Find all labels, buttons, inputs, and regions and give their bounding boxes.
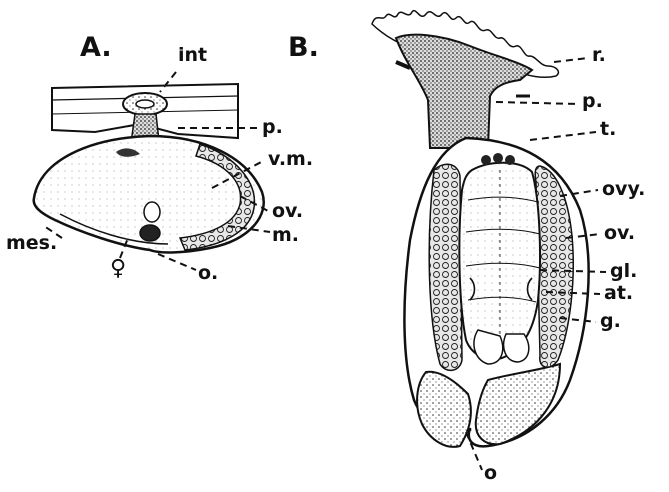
panel-a-title: A. (80, 34, 112, 61)
panel-b-title: B. (288, 34, 319, 61)
label-b-ovy: ovy. (602, 180, 645, 199)
label-b-p: p. (582, 92, 603, 111)
label-a-o: o. (198, 264, 218, 283)
label-b-ov: ov. (604, 224, 635, 243)
female-pore (140, 225, 160, 241)
label-b-t: t. (600, 120, 616, 139)
label-a-p: p. (262, 118, 283, 137)
label-b-o: o (484, 464, 497, 483)
label-a-female: ♀ (110, 258, 126, 280)
label-b-r: r. (592, 46, 606, 65)
label-b-gl: gl. (610, 262, 637, 281)
label-a-m: m. (272, 226, 299, 245)
label-b-g: g. (600, 312, 621, 331)
panel-b-drawing (372, 11, 589, 447)
label-a-int: int (178, 46, 207, 65)
left-ovary (429, 164, 462, 370)
label-a-vm: v.m. (268, 150, 313, 169)
label-a-ov: ov. (272, 202, 303, 221)
label-b-at: at. (604, 284, 633, 303)
panel-a-drawing (34, 84, 264, 252)
label-a-mes: mes. (6, 234, 57, 253)
